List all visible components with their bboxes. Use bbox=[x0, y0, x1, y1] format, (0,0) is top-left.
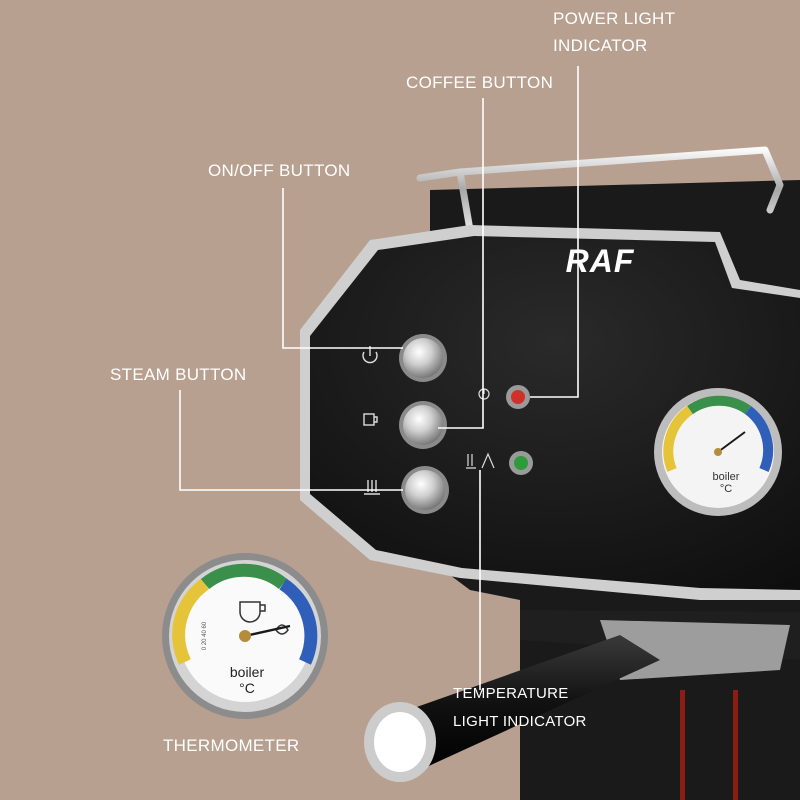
power-light-label-line1: POWER LIGHT bbox=[553, 9, 676, 28]
steam-temperature-icon bbox=[466, 452, 495, 469]
thermometer-scale-text: 0 20 40 60 bbox=[202, 621, 208, 650]
on-off-button-label: ON/OFF BUTTON bbox=[208, 161, 351, 180]
temperature-light-indicator bbox=[509, 451, 533, 475]
top-rail bbox=[416, 146, 784, 234]
power-light-indicator bbox=[506, 385, 530, 409]
thermometer-label: boiler bbox=[230, 664, 265, 680]
thermometer-unit: °C bbox=[239, 680, 255, 696]
leader-power-light bbox=[530, 66, 579, 398]
garlic-gauge-icon bbox=[275, 624, 289, 635]
machine-gauge: boiler °C bbox=[654, 388, 782, 516]
coffee-cup-gauge-icon bbox=[239, 601, 266, 623]
on-off-button[interactable] bbox=[399, 334, 447, 382]
coffee-stream-right bbox=[733, 690, 738, 800]
machine-gauge-unit: °C bbox=[720, 483, 732, 495]
leader-coffee-button bbox=[438, 98, 484, 429]
thermometer-inset: 0 20 40 60 boiler °C bbox=[162, 553, 328, 719]
portafilter-handle bbox=[364, 635, 660, 782]
coffee-button[interactable] bbox=[399, 401, 447, 449]
power-light-icon bbox=[478, 388, 490, 400]
machine-gauge-label: boiler bbox=[713, 471, 740, 483]
leader-on-off-button bbox=[282, 188, 403, 349]
coffee-stream-left bbox=[680, 690, 685, 800]
steam-button[interactable] bbox=[401, 466, 449, 514]
steam-icon bbox=[364, 480, 380, 495]
leader-lines bbox=[179, 66, 579, 690]
coffee-button-label: COFFEE BUTTON bbox=[406, 73, 554, 92]
power-light-label-line2: INDICATOR bbox=[553, 36, 648, 55]
leader-steam-button bbox=[179, 390, 403, 491]
temperature-light-label-line2: LIGHT INDICATOR bbox=[453, 713, 587, 730]
temperature-light-label-line1: TEMPERATURE bbox=[453, 685, 569, 702]
brand-logo: RAF bbox=[566, 243, 635, 279]
steam-button-label: STEAM BUTTON bbox=[110, 365, 247, 384]
coffee-cup-icon bbox=[363, 413, 378, 426]
thermometer-title: THERMOMETER bbox=[163, 736, 300, 755]
